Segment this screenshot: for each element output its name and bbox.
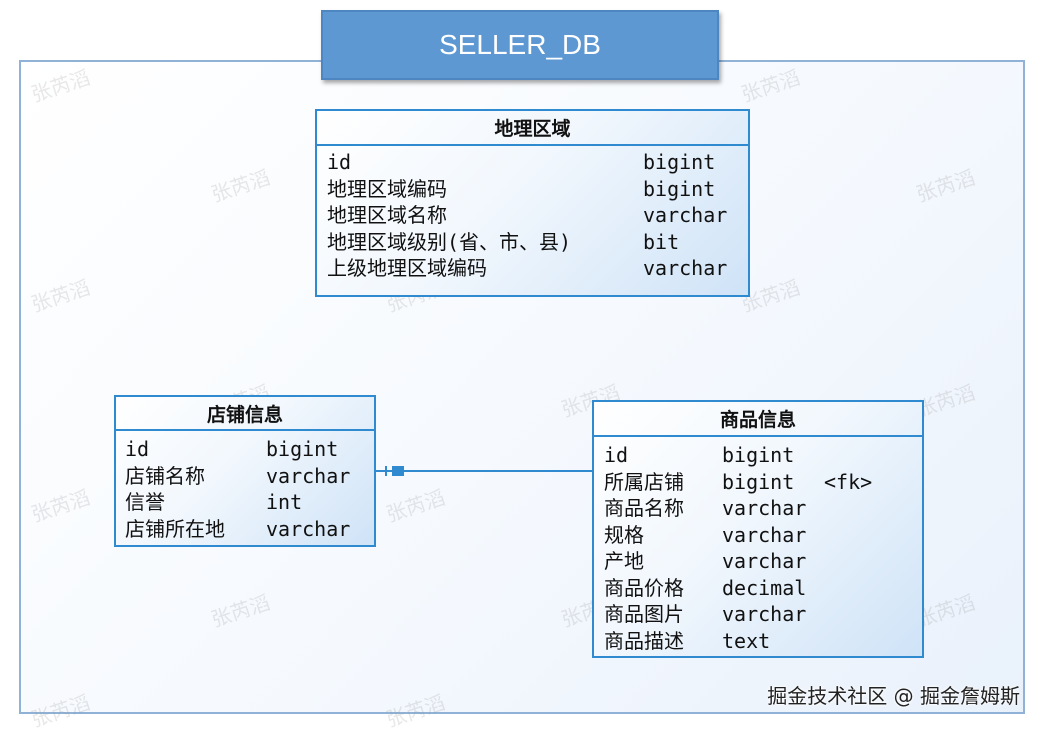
- column-name: 上级地理区域编码: [327, 256, 487, 280]
- column-type: bit: [643, 229, 680, 254]
- column-name: 规格: [604, 522, 644, 547]
- column-type: varchar: [722, 602, 807, 626]
- column-name: 所属店铺: [604, 469, 684, 494]
- fk-end-marker: [392, 466, 404, 476]
- table-row: 商品描述 text: [594, 628, 922, 654]
- column-name: 产地: [604, 549, 644, 573]
- table-row: 店铺名称 varchar: [116, 463, 374, 489]
- table-row: 店铺所在地 varchar: [116, 516, 374, 542]
- column-type: varchar: [722, 522, 807, 547]
- table-row: 商品价格 decimal: [594, 575, 922, 601]
- column-type: bigint: [722, 443, 795, 467]
- column-name: 商品描述: [604, 628, 684, 653]
- column-name: 信誉: [125, 490, 165, 514]
- table-row: 所属店铺 bigint <fk>: [594, 469, 922, 495]
- column-type: varchar: [643, 203, 728, 227]
- column-type: decimal: [722, 575, 807, 600]
- column-type: text: [722, 628, 771, 653]
- column-type: bigint: [643, 176, 716, 201]
- table-row: 产地 varchar: [594, 548, 922, 574]
- column-type: varchar: [266, 516, 351, 541]
- column-type: varchar: [722, 496, 807, 520]
- column-type: varchar: [266, 463, 351, 488]
- table-row: id bigint: [317, 149, 748, 175]
- column-name: id: [604, 443, 629, 467]
- table-shop[interactable]: 店铺信息 id bigint 店铺名称 varchar 信誉 int 店铺所在地 varcha…: [114, 395, 376, 547]
- table-row: 商品图片 varchar: [594, 601, 922, 627]
- table-row: 地理区域编码 bigint: [317, 176, 748, 202]
- table-row: 商品名称 varchar: [594, 495, 922, 521]
- column-name: 地理区域名称: [327, 203, 447, 227]
- column-type: bigint: [266, 437, 339, 461]
- table-region-header: 地理区域: [317, 111, 748, 146]
- credit-watermark: 掘金技术社区 @ 掘金詹姆斯: [767, 684, 1020, 708]
- column-key-note: <fk>: [824, 469, 873, 494]
- table-row: id bigint: [116, 436, 374, 462]
- column-type: bigint: [722, 469, 795, 494]
- column-type: int: [266, 490, 303, 514]
- table-row: id bigint: [594, 442, 922, 468]
- table-product-header: 商品信息: [594, 402, 922, 437]
- column-name: 商品图片: [604, 602, 684, 626]
- column-type: varchar: [722, 549, 807, 573]
- column-type: varchar: [643, 256, 728, 280]
- table-row: 规格 varchar: [594, 522, 922, 548]
- column-name: id: [125, 437, 150, 461]
- column-name: 地理区域级别(省、市、县): [327, 229, 572, 254]
- database-title: SELLER_DB: [321, 10, 719, 80]
- table-shop-header: 店铺信息: [116, 397, 374, 431]
- column-name: 商品名称: [604, 496, 684, 520]
- table-row: 地理区域级别(省、市、县) bit: [317, 229, 748, 255]
- column-type: bigint: [643, 150, 716, 174]
- column-name: 店铺名称: [125, 463, 205, 488]
- column-name: 商品价格: [604, 575, 684, 600]
- table-row: 信誉 int: [116, 489, 374, 515]
- column-name: 地理区域编码: [327, 176, 447, 201]
- table-row: 上级地理区域编码 varchar: [317, 255, 748, 281]
- table-row: 地理区域名称 varchar: [317, 202, 748, 228]
- column-name: id: [327, 150, 352, 174]
- column-name: 店铺所在地: [125, 516, 225, 541]
